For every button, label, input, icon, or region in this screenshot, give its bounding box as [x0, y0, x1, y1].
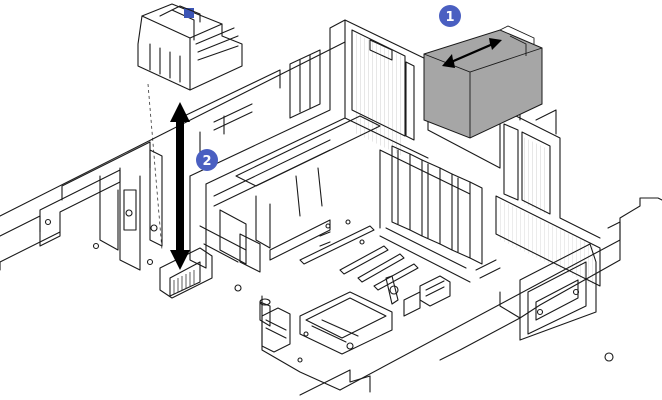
alignment-guide-line: [147, 83, 163, 251]
callout-2: 2: [196, 149, 218, 171]
riser-connector: [146, 247, 242, 299]
double-arrow-vertical-icon: [170, 102, 190, 270]
chassis-base: [0, 41, 662, 396]
processor-module: [259, 291, 393, 363]
callout-1-label: 1: [445, 10, 454, 25]
riser-card-stack: [379, 145, 501, 283]
double-arrow-horizontal-icon: [442, 38, 502, 68]
blue-touch-point: [184, 8, 194, 18]
system-board-slots: [269, 219, 451, 317]
callout-2-label: 2: [202, 154, 211, 169]
riser-cage-left: [189, 19, 429, 273]
callout-1: 1: [439, 5, 461, 27]
riser-module-lifted: [137, 3, 243, 91]
gray-module: [423, 25, 543, 139]
riser-cage-right: [427, 97, 621, 341]
